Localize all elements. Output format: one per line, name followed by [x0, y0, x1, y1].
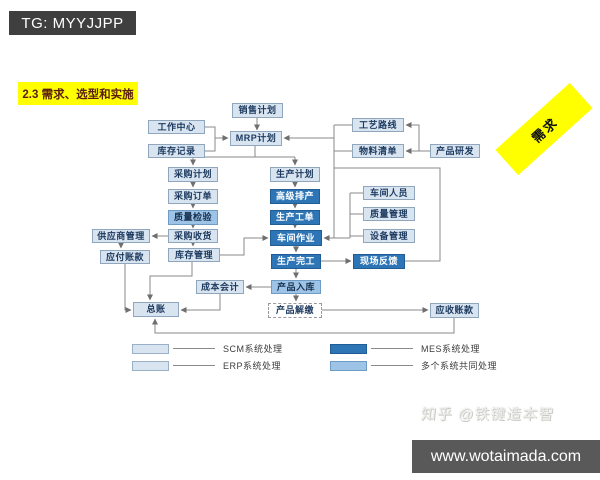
legend-dash-line	[173, 348, 215, 349]
connector-line	[180, 294, 221, 313]
legend-row: ERP系统处理	[132, 360, 281, 371]
node-product-instock: 产品入库	[271, 280, 321, 294]
node-bom: 物料清单	[352, 144, 404, 158]
zhihu-watermark: 知乎 @铁键造本智	[420, 406, 556, 423]
legend-label: SCM系统处理	[223, 344, 283, 354]
tg-banner: TG: MYYJJPP	[9, 11, 136, 35]
node-purchase-plan: 采购计划	[168, 167, 218, 182]
node-production-complete: 生产完工	[271, 254, 321, 269]
legend-swatch	[330, 360, 367, 371]
connector-line	[147, 262, 193, 301]
legend-row: MES系统处理	[330, 343, 480, 354]
node-mrp: MRP计划	[230, 131, 282, 146]
node-inventory-mgmt: 库存管理	[168, 248, 220, 262]
connector-line	[205, 126, 216, 152]
node-product-rd: 产品研发	[430, 144, 480, 158]
node-quality-inspection: 质量检验	[168, 210, 218, 225]
legend-row: SCM系统处理	[132, 343, 283, 354]
node-adv-scheduling: 高级排产	[270, 189, 320, 204]
legend-dash-line	[173, 365, 215, 366]
node-supplier-mgmt: 供应商管理	[92, 229, 150, 243]
node-shopfloor: 车间作业	[270, 230, 322, 246]
node-work-center: 工作中心	[148, 120, 205, 134]
node-product-delivery: 产品解缴	[268, 303, 322, 318]
node-ar: 应收账款	[430, 303, 479, 318]
legend-dash-line	[371, 365, 413, 366]
legend-swatch	[132, 343, 169, 354]
node-cost-accounting: 成本会计	[196, 280, 244, 294]
node-production-order: 生产工单	[270, 210, 320, 225]
node-shop-personnel: 车间人员	[363, 186, 415, 200]
connector-line	[124, 264, 132, 313]
legend-label: MES系统处理	[421, 344, 481, 354]
node-purchase-receipt: 采购收货	[168, 229, 218, 243]
section-title: 2.3 需求、选型和实施	[18, 82, 138, 105]
node-purchase-order: 采购订单	[168, 189, 218, 204]
legend-label: ERP系统处理	[223, 361, 282, 371]
legend-dash-line	[371, 348, 413, 349]
node-inventory-record: 库存记录	[148, 144, 205, 158]
node-field-feedback: 现场反馈	[353, 254, 405, 269]
node-ap: 应付账款	[100, 250, 150, 264]
legend-label: 多个系统共同处理	[421, 361, 498, 371]
node-process-route: 工艺路线	[352, 118, 404, 132]
legend-row: 多个系统共同处理	[330, 360, 497, 371]
connector-line	[405, 122, 430, 152]
legend-swatch	[132, 360, 169, 371]
node-quality-mgmt: 质量管理	[363, 207, 415, 221]
legend-swatch	[330, 343, 367, 354]
connector-line	[152, 318, 455, 334]
connector-line	[220, 235, 269, 256]
node-gl: 总账	[133, 302, 179, 317]
node-sales-plan: 销售计划	[232, 103, 283, 118]
node-production-plan: 生产计划	[270, 167, 320, 182]
node-equipment-mgmt: 设备管理	[363, 229, 415, 243]
website-url-bar: www.wotaimada.com	[412, 440, 600, 473]
connector-line	[334, 167, 441, 262]
